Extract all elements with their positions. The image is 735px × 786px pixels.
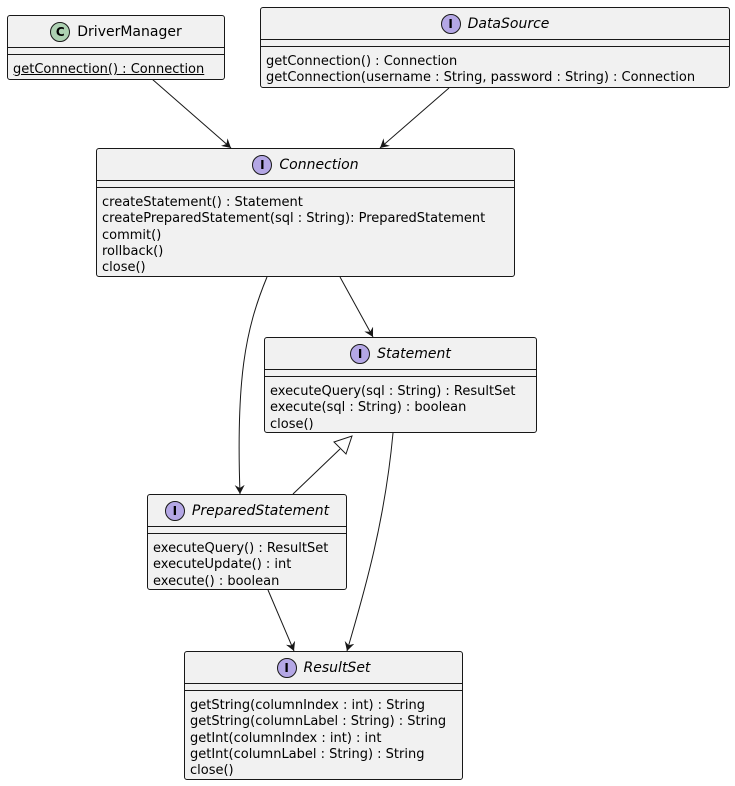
method: getConnection() : Connection — [266, 54, 458, 69]
class-name: ResultSet — [303, 659, 371, 676]
attributes-compartment — [261, 39, 729, 46]
class-name: DriverManager — [77, 23, 182, 40]
interface-connection: I Connection createStatement() : Statement… — [96, 148, 515, 277]
method: execute() : boolean — [153, 573, 280, 589]
generalization-preparedstatement-to-statement — [292, 448, 341, 495]
class-header: I Statement — [265, 338, 536, 369]
class-name: PreparedStatement — [191, 502, 330, 519]
attributes-compartment — [185, 683, 462, 690]
method: createPreparedStatement(sql : String): P… — [102, 211, 486, 227]
method: getConnection(username : String, passwor… — [266, 70, 696, 86]
method: commit() — [102, 227, 162, 243]
methods-divider — [265, 376, 536, 383]
method: getInt(columnLabel : String) : String — [190, 746, 425, 762]
method: createStatement() : Statement — [102, 195, 303, 210]
methods-divider — [148, 533, 346, 540]
interface-icon: I — [276, 657, 297, 678]
method: close() — [102, 260, 146, 276]
arrow-connection-to-preparedstatement — [234, 276, 268, 495]
class-driver-manager: C DriverManager getConnection() : Connecti… — [7, 15, 225, 80]
class-header: I Connection — [97, 149, 514, 180]
interface-icon: I — [440, 13, 461, 34]
method: close() — [270, 416, 314, 432]
arrow-preparedstatement-to-resultset — [267, 589, 296, 652]
method: rollback() — [102, 243, 164, 259]
interface-icon: I — [350, 343, 371, 364]
class-header: I PreparedStatement — [148, 495, 346, 526]
class-name: Statement — [377, 345, 451, 362]
method: close() — [190, 763, 234, 779]
method: getString(columnIndex : int) : String — [190, 698, 425, 713]
generalization-triangle — [333, 435, 353, 455]
attributes-compartment — [148, 526, 346, 533]
method: getString(columnLabel : String) : String — [190, 714, 447, 730]
interface-result-set: I ResultSet getString(columnIndex : int) :… — [184, 651, 463, 780]
class-name: Connection — [279, 156, 359, 173]
class-header: C DriverManager — [8, 16, 224, 47]
attributes-compartment — [97, 180, 514, 187]
class-header: I ResultSet — [185, 652, 462, 683]
method: executeUpdate() : int — [153, 557, 292, 573]
arrow-statement-to-resultset — [344, 432, 394, 652]
attributes-compartment — [265, 369, 536, 376]
interface-icon: I — [252, 154, 273, 175]
method: executeQuery(sql : String) : ResultSet — [270, 384, 516, 399]
method: executeQuery() : ResultSet — [153, 541, 329, 556]
interface-icon: I — [164, 500, 185, 521]
method: getConnection() : Connection — [13, 62, 205, 77]
class-name: DataSource — [467, 15, 550, 32]
arrow-drivermanager-to-connection — [151, 78, 232, 149]
method: execute(sql : String) : boolean — [270, 400, 467, 416]
methods-divider — [97, 187, 514, 194]
methods-compartment: getConnection() : Connection — [8, 62, 224, 78]
arrow-datasource-to-connection — [379, 87, 450, 149]
method: getInt(columnIndex : int) : int — [190, 730, 382, 746]
attributes-compartment — [8, 47, 224, 54]
methods-divider — [261, 46, 729, 53]
methods-divider — [185, 690, 462, 697]
class-header: I DataSource — [261, 8, 729, 39]
arrow-connection-to-statement — [339, 276, 374, 338]
methods-divider — [8, 54, 224, 61]
class-icon: C — [50, 21, 71, 42]
interface-prepared-statement: I PreparedStatement executeQuery() : Resul… — [147, 494, 347, 590]
interface-statement: I Statement executeQuery(sql : String) : R… — [264, 337, 537, 433]
